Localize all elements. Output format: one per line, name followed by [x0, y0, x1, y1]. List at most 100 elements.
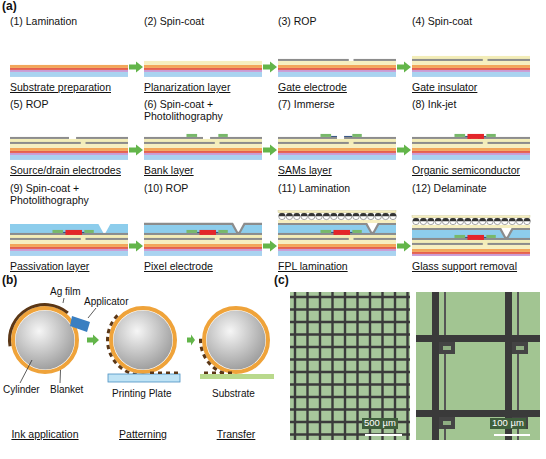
grid-line: [294, 292, 296, 440]
pixel-electrode: [412, 229, 530, 238]
ag-pattern: [202, 354, 207, 359]
planarization-layer: [278, 240, 396, 244]
sam-layer: [344, 136, 352, 137]
cylinder: [207, 311, 266, 370]
glass-support: [278, 155, 396, 160]
part-label: Cylinder: [3, 384, 40, 396]
substrate-layer: [278, 244, 396, 247]
microcapsule-pigment: [479, 218, 486, 221]
substrate: [200, 374, 274, 379]
source-drain-electrode: [10, 137, 69, 139]
substrate-layer: [144, 249, 262, 251]
grid-line: [290, 433, 410, 435]
step-caption: Substrate preparation: [10, 81, 128, 93]
ag-residue: [158, 372, 162, 375]
ag-residue: [166, 372, 170, 375]
substrate-layer: [412, 68, 530, 70]
layer-stack: [144, 134, 262, 160]
microcapsule-pigment: [502, 218, 509, 221]
source-drain-electrode: [478, 238, 530, 240]
microcapsule-pigment: [360, 213, 367, 216]
applicator: [70, 316, 90, 332]
gate-electrode: [10, 142, 81, 144]
stage-caption: Patterning: [119, 428, 167, 440]
source-drain-electrode: [76, 233, 128, 235]
substrate-layer: [412, 65, 530, 68]
grid-line: [331, 292, 333, 440]
glass-support: [10, 72, 128, 77]
part-label: Blanket: [50, 384, 83, 396]
micrograph: [416, 292, 540, 440]
microcapsule: [360, 213, 367, 220]
substrate-layer: [412, 148, 530, 151]
grid-line: [290, 358, 410, 360]
flow-arrow: [397, 240, 411, 251]
microcapsule: [502, 218, 509, 225]
scale-bar: [494, 434, 530, 436]
organic-semiconductor: [65, 230, 82, 235]
process-step: (7) ImmerseSAMs layer: [278, 98, 396, 176]
bank: [320, 134, 331, 137]
stage-caption: Transfer: [217, 428, 256, 440]
microcapsule-pigment: [472, 218, 479, 221]
substrate-layer: [278, 151, 396, 153]
grid-line: [290, 346, 410, 348]
step-caption: Glass support removal: [412, 260, 530, 272]
bank: [84, 230, 93, 233]
step-title: (1) Lamination: [10, 15, 128, 27]
substrate-layer: [10, 151, 128, 153]
glass-support: [412, 155, 530, 160]
leader-line: [20, 360, 32, 383]
flow-arrow: [129, 240, 143, 251]
ag-residue: [174, 372, 178, 375]
fpl-film: [278, 220, 396, 223]
gate-electrode: [86, 238, 128, 240]
microcapsule: [382, 213, 389, 220]
gate-electrode: [354, 238, 396, 240]
gate-electrode: [412, 59, 483, 61]
microcapsule: [323, 213, 330, 220]
organic-semiconductor: [199, 230, 216, 235]
step-title: (9) Spin-coat + Photolithography: [10, 182, 128, 206]
gate-insulator: [10, 235, 128, 240]
microcapsule-pigment: [345, 213, 352, 216]
scale-label: 100 µm: [490, 418, 526, 429]
printing-plate: [108, 374, 180, 382]
process-step: (4) Spin-coatGate insulator: [412, 15, 530, 93]
layer-stack: [10, 65, 128, 77]
microcapsule-pigment: [487, 218, 494, 221]
microcapsule: [457, 218, 464, 225]
bank: [352, 134, 361, 137]
ag-pattern: [228, 372, 232, 375]
substrate-layer: [144, 70, 262, 72]
grid-line: [356, 292, 358, 440]
glass-support: [278, 251, 396, 256]
glass-support: [278, 72, 396, 77]
flow-arrow: [397, 61, 411, 72]
gate-electrode: [412, 142, 483, 144]
blanket: [204, 308, 268, 372]
gate-insulator: [412, 56, 530, 61]
microcapsule: [465, 218, 472, 225]
blanket: [111, 308, 175, 372]
microcapsule: [316, 213, 323, 220]
bank: [454, 134, 465, 137]
fpl-film: [278, 211, 396, 213]
bank: [218, 230, 227, 233]
process-step: (6) Spin-coat + PhotolithographyBank lay…: [144, 98, 262, 176]
cylinder: [16, 311, 75, 370]
ag-pattern: [107, 329, 111, 334]
microcapsule-pigment: [494, 218, 501, 221]
substrate-layer: [278, 148, 396, 151]
substrate-layer: [278, 247, 396, 249]
bank: [52, 230, 63, 233]
panel-letter: (a): [2, 0, 17, 14]
grid-line: [406, 292, 408, 440]
ag-pattern: [106, 337, 109, 342]
tft-channel: [516, 346, 524, 350]
bank: [486, 134, 495, 137]
step-title: (12) Delaminate: [412, 182, 530, 194]
part-label: Substrate: [212, 388, 255, 400]
microcapsule-pigment: [375, 213, 382, 216]
substrate-layer: [412, 254, 530, 256]
